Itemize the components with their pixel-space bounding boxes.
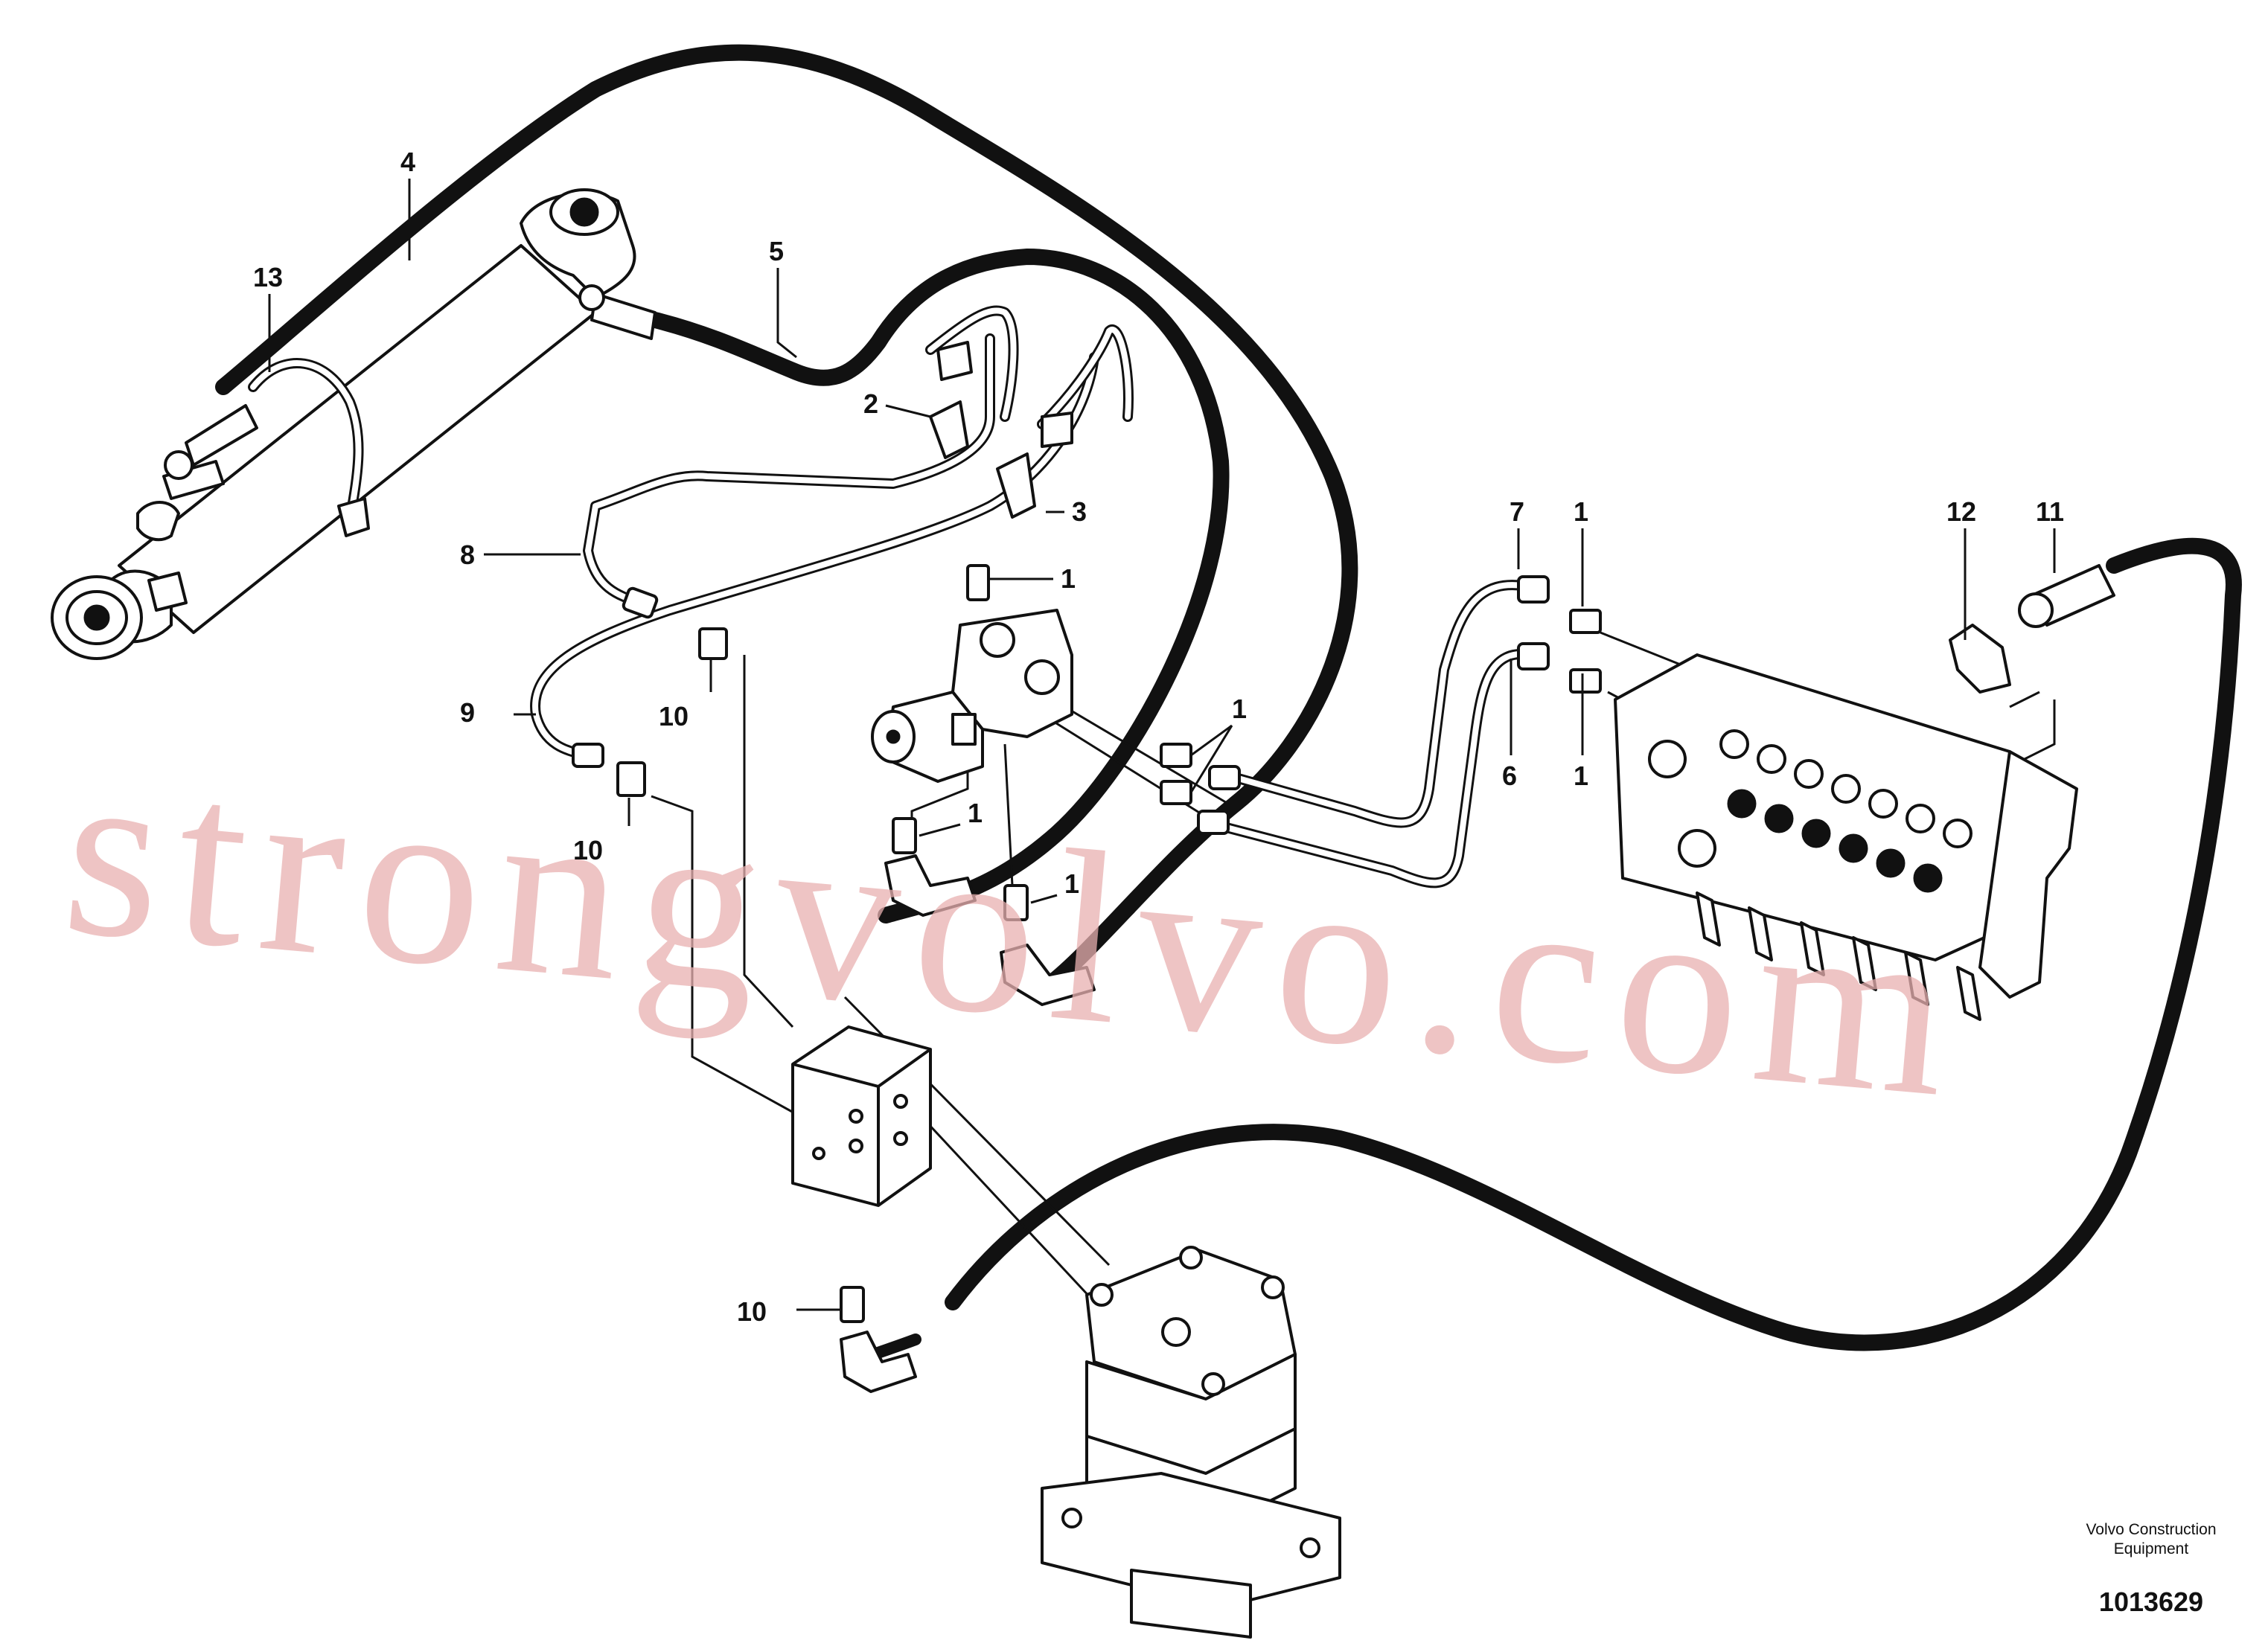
manufacturer-name-line2: Equipment bbox=[2114, 1540, 2189, 1557]
callout-8: 8 bbox=[460, 540, 475, 570]
callout-10-c: 10 bbox=[737, 1296, 767, 1327]
callout-1-b: 1 bbox=[968, 798, 983, 828]
callout-1-d: 1 bbox=[1232, 694, 1247, 724]
fittings bbox=[572, 341, 2115, 1393]
callout-11: 11 bbox=[2036, 496, 2064, 527]
callout-1-e: 1 bbox=[1574, 496, 1588, 527]
callout-1-a: 1 bbox=[1061, 563, 1076, 594]
valve-block bbox=[871, 609, 1073, 783]
control-valve bbox=[1614, 653, 2078, 1021]
callout-4: 4 bbox=[400, 147, 415, 177]
callout-3: 3 bbox=[1072, 496, 1087, 527]
callout-2: 2 bbox=[863, 388, 878, 419]
callout-1-c: 1 bbox=[1064, 868, 1079, 899]
hose-4 bbox=[215, 44, 1358, 998]
hydraulic-cylinder bbox=[51, 188, 636, 660]
callout-1-f: 1 bbox=[1574, 761, 1588, 791]
callout-10-a: 10 bbox=[659, 701, 689, 731]
clamp-13-inner bbox=[250, 359, 362, 524]
callout-6: 6 bbox=[1502, 761, 1517, 791]
tube-7 bbox=[1230, 580, 1539, 828]
callout-5: 5 bbox=[769, 236, 784, 266]
manufacturer-name: Volvo Construction bbox=[2086, 1521, 2216, 1538]
callout-labels: 4 13 5 2 3 8 1 10 9 10 1 1 1 7 1 6 1 12 … bbox=[253, 147, 2064, 1327]
manifold-block bbox=[791, 1025, 932, 1207]
drawing-number: 1013629 bbox=[2099, 1587, 2203, 1617]
hose-5 bbox=[647, 249, 1230, 923]
hydraulic-motor bbox=[1041, 1246, 1341, 1639]
callout-12: 12 bbox=[1946, 496, 1976, 527]
callout-9: 9 bbox=[460, 697, 475, 728]
leader-lines bbox=[268, 179, 2056, 1311]
hose-11 bbox=[945, 537, 2242, 1351]
callout-7: 7 bbox=[1510, 496, 1524, 527]
callout-13: 13 bbox=[253, 262, 283, 292]
callout-10-b: 10 bbox=[573, 835, 603, 865]
